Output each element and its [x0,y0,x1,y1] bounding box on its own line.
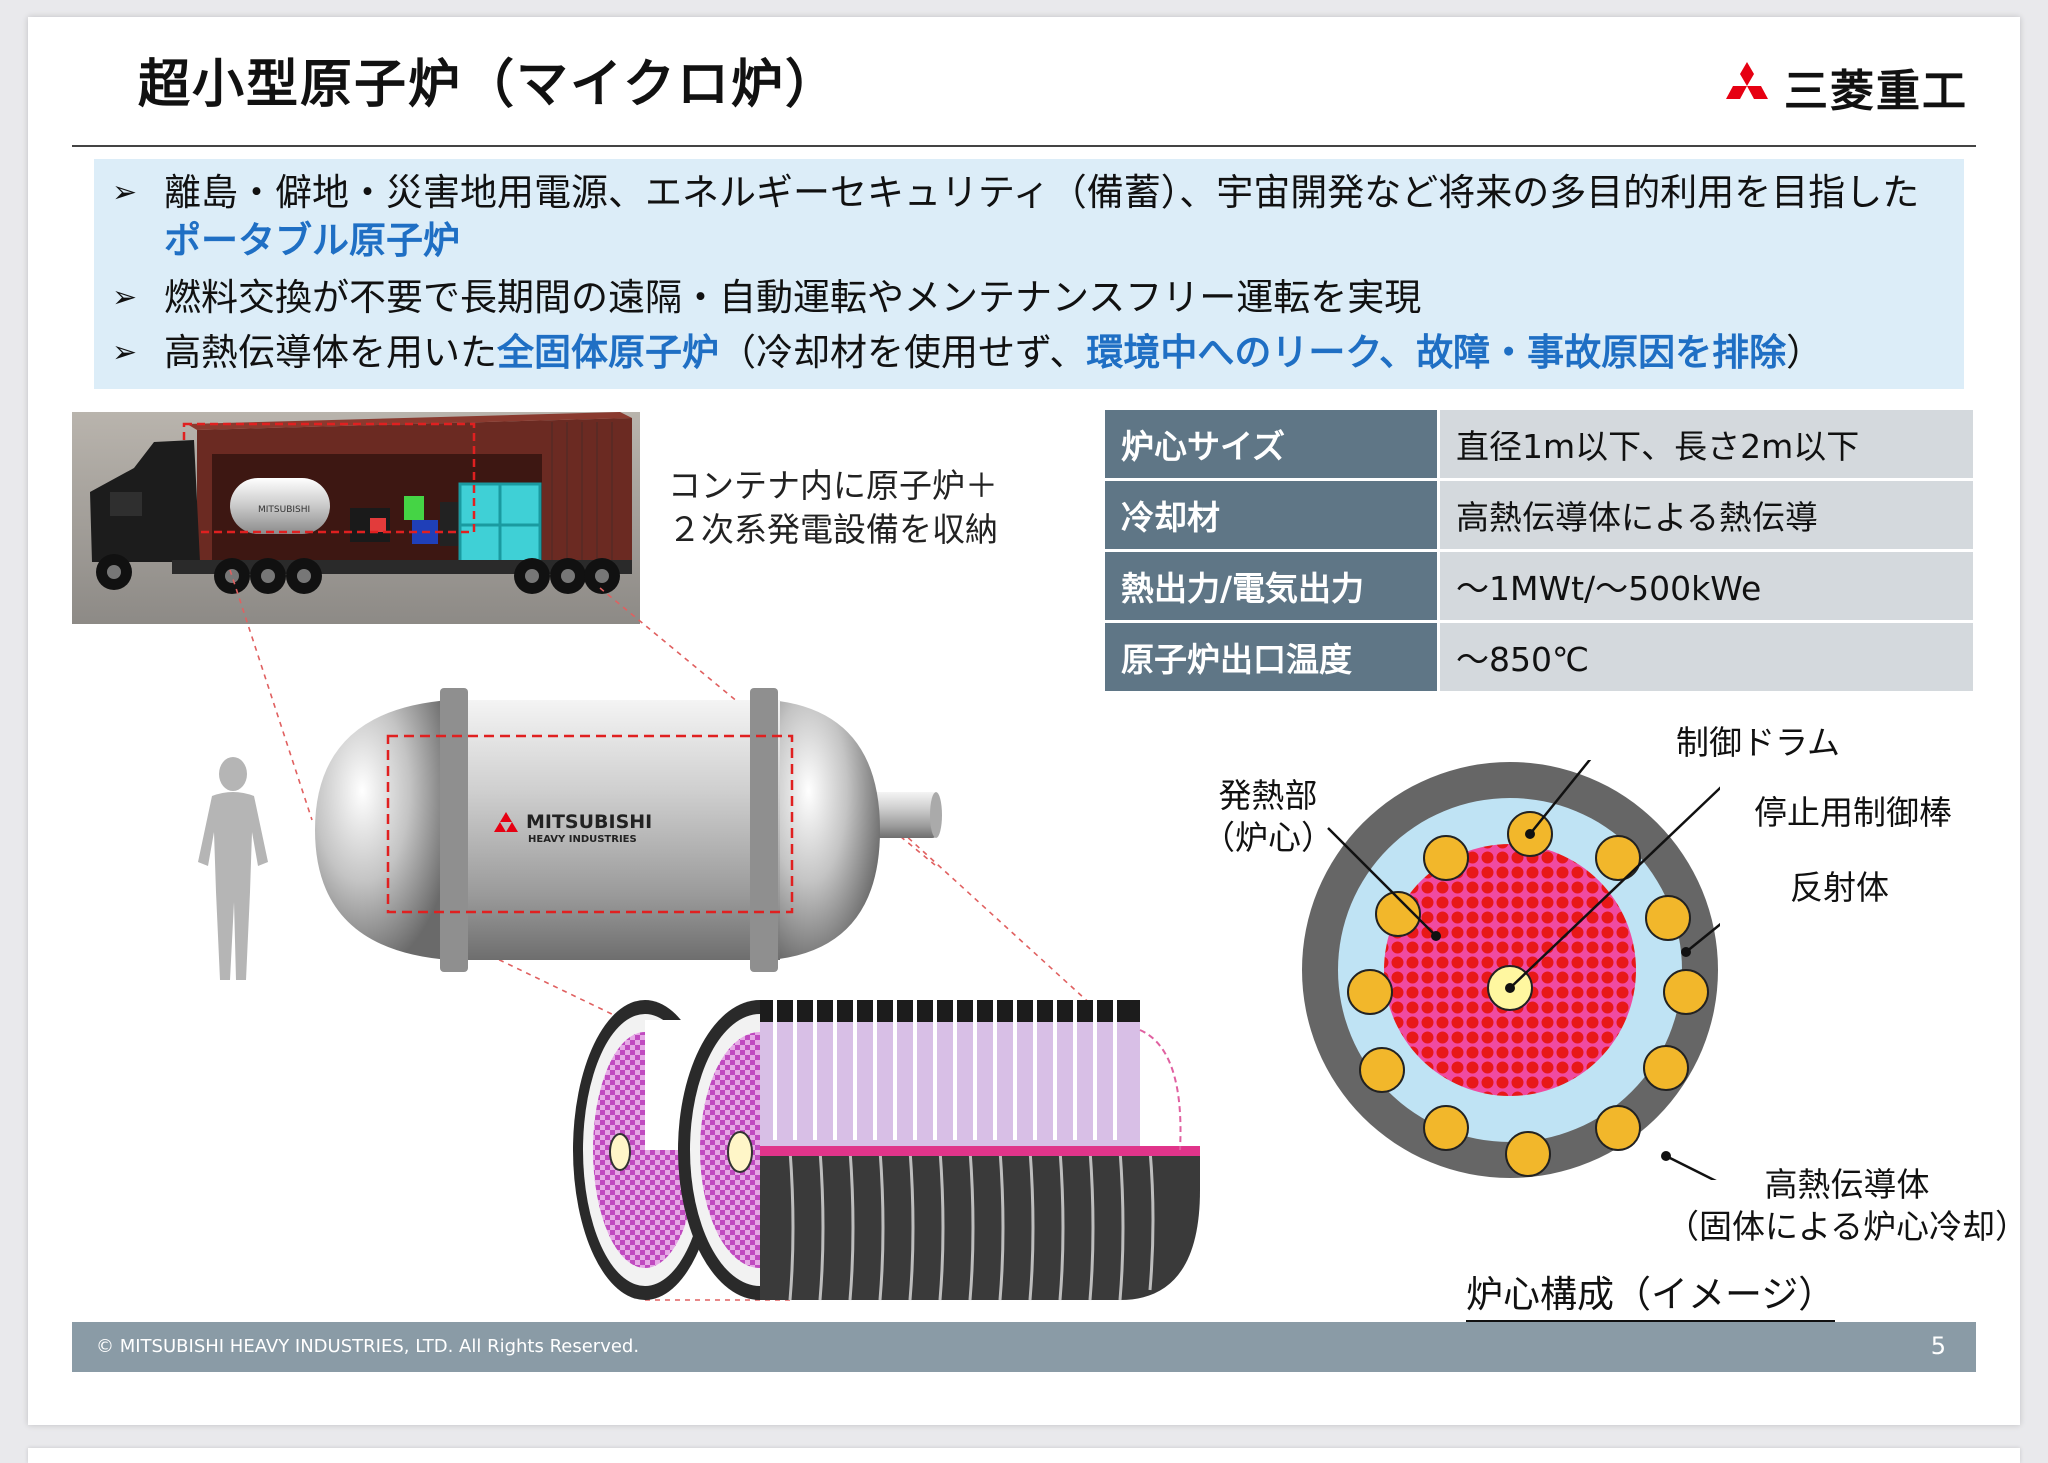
spec-table: 炉心サイズ直径1m以下、長さ2m以下 冷却材高熱伝導体による熱伝導 熱出力/電気… [1102,407,1976,694]
vessel-brand-line1: MITSUBISHI [526,811,652,833]
spec-value: 高熱伝導体による熱伝導 [1437,478,1976,552]
bullet-3-text: 高熱伝導体を用いた全固体原子炉（冷却材を使用せず、環境中へのリーク、故障・事故原… [164,329,1823,377]
truck-tank-label: MITSUBISHI [258,505,310,515]
bullet-3-part-e: ） [1786,331,1824,374]
label-shutdown-rod: 停止用制御棒 [1754,793,1952,832]
spec-value: ～850℃ [1437,620,1976,694]
next-slide-edge [28,1448,2020,1463]
bullet-3-part-a: 高熱伝導体を用いた [164,331,497,374]
footer-bar: © MITSUBISHI HEAVY INDUSTRIES, LTD. All … [72,1322,1976,1372]
arrow-bullet-icon: ➢ [112,175,138,210]
spec-key: 原子炉出口温度 [1102,620,1440,694]
label-heat-part: 発熱部 （炉心） [1202,776,1334,857]
spec-row: 原子炉出口温度～850℃ [1102,620,1976,694]
core-caption: 炉心構成（イメージ） [1466,1264,1836,1322]
spec-row: 冷却材高熱伝導体による熱伝導 [1102,478,1976,552]
container-caption: コンテナ内に原子炉＋ ２次系発電設備を収納 [668,466,998,549]
bullet-2-text: 燃料交換が不要で長期間の遠隔・自動運転やメンテナンスフリー運転を実現 [164,276,1422,319]
company-logo: 三菱重工 [1718,62,1968,117]
logo-text: 三菱重工 [1784,66,1968,117]
title-divider [72,145,1976,147]
reactor-vessel-image: MITSUBISHI HEAVY INDUSTRIES [315,688,942,972]
arrow-bullet-icon: ➢ [112,280,138,315]
core-cutaway-image [573,1000,1200,1301]
spec-value: 直径1m以下、長さ2m以下 [1437,407,1976,481]
page-number: 5 [1930,1332,1946,1360]
bullet-1-text: 離島・僻地・災害地用電源、エネルギーセキュリティ（備蓄）、宇宙開発など将来の多目… [164,171,1920,214]
bullet-3-part-c: （冷却材を使用せず、 [719,331,1087,374]
bullet-1-highlight: ポータブル原子炉 [164,219,460,262]
person-silhouette [198,757,268,980]
spec-row: 熱出力/電気出力～1MWt/～500kWe [1102,549,1976,623]
vessel-brand-line2: HEAVY INDUSTRIES [528,834,637,845]
three-diamonds-icon [1726,62,1768,99]
label-control-drum: 制御ドラム [1676,723,1841,762]
bullet-3-highlight-a: 全固体原子炉 [497,331,719,374]
footer-copyright: © MITSUBISHI HEAVY INDUSTRIES, LTD. All … [96,1336,640,1357]
arrow-bullet-icon: ➢ [112,335,138,370]
spec-row: 炉心サイズ直径1m以下、長さ2m以下 [1102,407,1976,481]
label-high-conductor: 高熱伝導体 （固体による炉心冷却） [1666,1165,2029,1246]
spec-key: 炉心サイズ [1102,407,1440,481]
core-cross-section-diagram [1302,760,1720,1180]
slide-title: 超小型原子炉（マイクロ炉） [138,55,839,115]
bullet-box: ➢ 離島・僻地・災害地用電源、エネルギーセキュリティ（備蓄）、宇宙開発など将来の… [94,159,1964,389]
spec-value: ～1MWt/～500kWe [1437,549,1976,623]
spec-key: 熱出力/電気出力 [1102,549,1440,623]
bullet-3-highlight-b: 環境中へのリーク、故障・事故原因を排除 [1086,331,1787,374]
truck-container-image: MITSUBISHI [72,412,640,624]
spec-key: 冷却材 [1102,478,1440,552]
label-reflector: 反射体 [1790,868,1889,907]
